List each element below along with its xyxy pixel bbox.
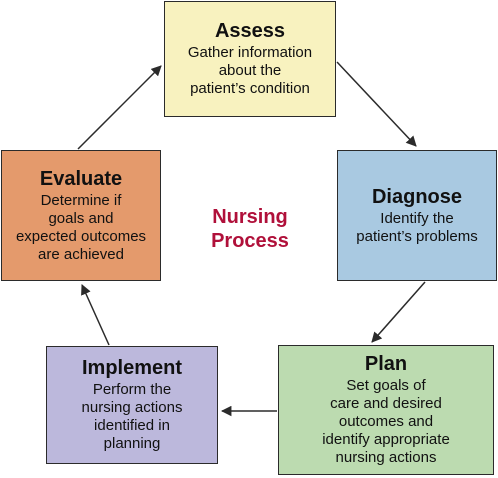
arrow-implement-to-evaluate	[81, 284, 110, 346]
assess-step-box: Assess Gather information about the pati…	[164, 1, 336, 117]
center-label-line1: Nursing	[212, 206, 288, 228]
plan-title: Plan	[364, 353, 408, 375]
center-label-line2: Process	[211, 230, 289, 252]
implement-description: Perform the nursing actions identified i…	[81, 381, 183, 452]
arrow-assess-to-diagnose	[336, 61, 417, 147]
implement-title: Implement	[81, 357, 183, 379]
arrow-evaluate-to-assess	[77, 65, 162, 150]
evaluate-step-box: Evaluate Determine if goals and expected…	[1, 150, 161, 281]
diagnose-title: Diagnose	[371, 185, 463, 208]
assess-title: Assess	[214, 20, 286, 42]
center-label: Nursing Process	[175, 205, 325, 253]
plan-step-box: Plan Set goals of care and desired outco…	[278, 345, 494, 475]
evaluate-title: Evaluate	[39, 167, 123, 190]
implement-step-box: Implement Perform the nursing actions id…	[46, 346, 218, 464]
assess-description: Gather information about the patient’s c…	[187, 44, 313, 97]
arrow-diagnose-to-plan	[371, 281, 426, 343]
evaluate-description: Determine if goals and expected outcomes…	[15, 191, 147, 263]
diagnose-step-box: Diagnose Identify the patient’s problems	[337, 150, 497, 281]
plan-description: Set goals of care and desired outcomes a…	[322, 377, 450, 466]
diagnose-description: Identify the patient’s problems	[356, 209, 478, 245]
